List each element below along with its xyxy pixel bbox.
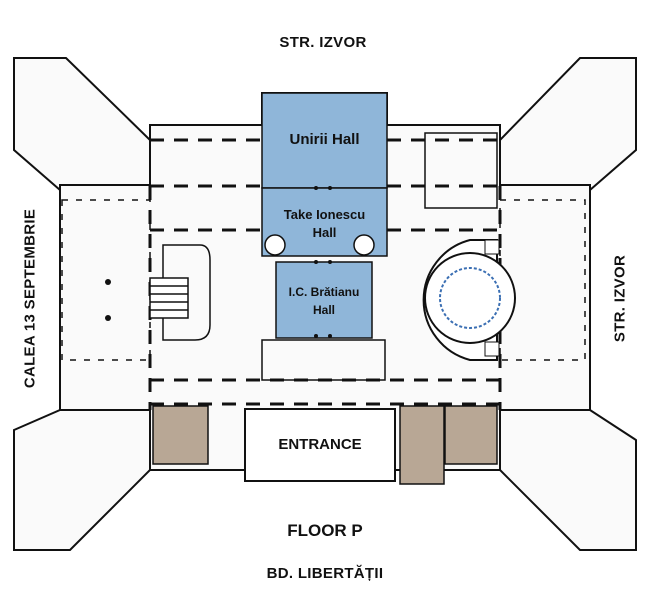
hall-label-take-ionescu-2: Hall [312,225,337,240]
shop-left [152,405,209,465]
hall-bratianu [275,261,373,339]
street-label-right: STR. IZVOR [611,254,629,343]
hall-label-take-ionescu-1: Take Ionescu [283,207,366,222]
wing-bottom-right [499,409,637,551]
shop-right-b [444,405,498,465]
shop-right-a [399,405,445,485]
hall-label-bratianu-1: I.C. Brătianu [288,285,360,299]
wing-bottom-left [13,409,151,551]
wing-top-left [13,57,151,191]
street-label-top: STR. IZVOR [279,34,367,51]
hall-label-unirii: Unirii Hall [289,131,360,148]
hall-label-bratianu-2: Hall [312,303,335,317]
columns [264,234,375,256]
pillar-dots [105,186,332,338]
street-label-bottom: BD. LIBERTĂȚII [266,565,384,582]
wing-top-right [499,57,637,191]
street-label-left: CALEA 13 SEPTEMBRIE [21,208,39,389]
round-hall [422,239,516,361]
floor-label: FLOOR P [287,521,363,540]
entrance-label: ENTRANCE [278,436,362,453]
staircase [149,277,189,319]
entrance-box [244,408,396,482]
